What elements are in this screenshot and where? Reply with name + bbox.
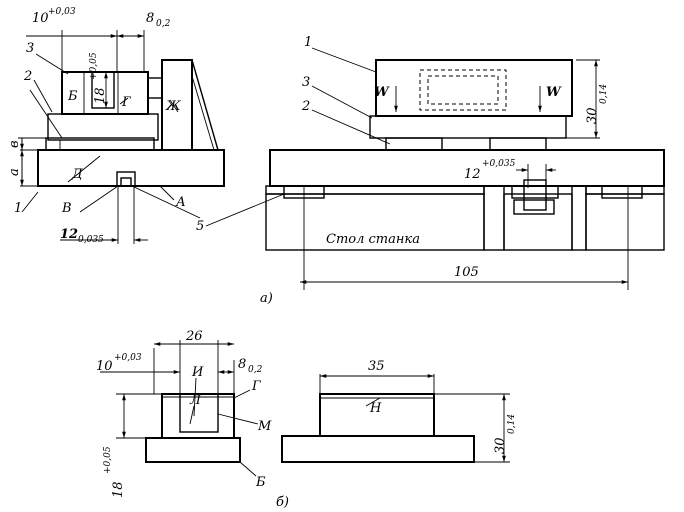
dim-26: 26 <box>185 329 203 344</box>
dim-105: 105 <box>454 265 479 280</box>
dim-b-18: 18 <box>111 481 126 498</box>
label-r-2: 2 <box>301 99 310 114</box>
dim-12-tol: 0,035 <box>78 235 104 245</box>
label-v: В <box>61 201 72 216</box>
upright-zh <box>161 59 193 151</box>
label-w-right: W <box>546 85 562 100</box>
dim-b-10: 10 <box>96 359 113 374</box>
dim-b-8: 8 <box>238 357 246 372</box>
dim-30-tol: 0,14 <box>599 84 609 104</box>
label-5: 5 <box>196 219 204 234</box>
caption-b: б) <box>276 495 289 510</box>
dim-a: a <box>7 168 22 176</box>
dim-b-10-tol: +0,03 <box>114 353 142 363</box>
dim-18: 18 <box>93 87 108 104</box>
caption-a: а) <box>260 291 273 306</box>
screw-knob <box>147 77 163 99</box>
dim-35: 35 <box>368 359 385 374</box>
label-3: 3 <box>26 41 34 56</box>
dim-8-tol: 0,2 <box>156 19 171 29</box>
view-a-right-assembly <box>205 47 665 290</box>
label-a: А <box>175 195 186 210</box>
label-1: 1 <box>14 201 22 216</box>
table-label: Стол станка <box>326 232 420 247</box>
label-d: Д <box>71 167 83 182</box>
dim-12: 12 <box>60 227 78 242</box>
dim-b-18-tol: +0,05 <box>103 446 113 474</box>
label-b: Б <box>67 89 78 104</box>
dim-b-30: 30 <box>493 437 508 454</box>
label-i: И <box>191 365 204 380</box>
label-zh: Ж <box>165 99 181 114</box>
dim-10-tol: +0,03 <box>48 7 76 17</box>
label-b-b: Б <box>255 475 266 490</box>
plate-3 <box>369 115 567 139</box>
label-g-b: Г <box>251 379 261 394</box>
dim-10: 10 <box>32 11 49 26</box>
label-r-3: 3 <box>302 75 310 90</box>
label-r-1: 1 <box>304 35 312 50</box>
label-w-left: W <box>374 85 390 100</box>
dim-b-8-tol: 0,2 <box>248 365 263 375</box>
view-b <box>100 340 510 477</box>
dim-slot-12: 12 <box>464 167 481 182</box>
label-n: Н <box>369 401 382 416</box>
label-2: 2 <box>23 69 32 84</box>
dim-slot-tol: +0,035 <box>482 159 516 169</box>
label-l: Л <box>189 393 202 408</box>
dim-8: 8 <box>146 11 154 26</box>
label-g: Г <box>121 95 131 110</box>
upper-plate <box>47 113 159 141</box>
dim-v: в <box>7 140 22 148</box>
dim-b-30-tol: 0,14 <box>507 414 517 434</box>
dim-30: 30 <box>585 107 600 124</box>
view-a-left-fixture <box>18 30 225 244</box>
dim-18-tol: +0,05 <box>89 52 99 80</box>
label-m: М <box>257 419 272 434</box>
workpiece <box>375 59 573 117</box>
key-slot <box>116 171 136 187</box>
